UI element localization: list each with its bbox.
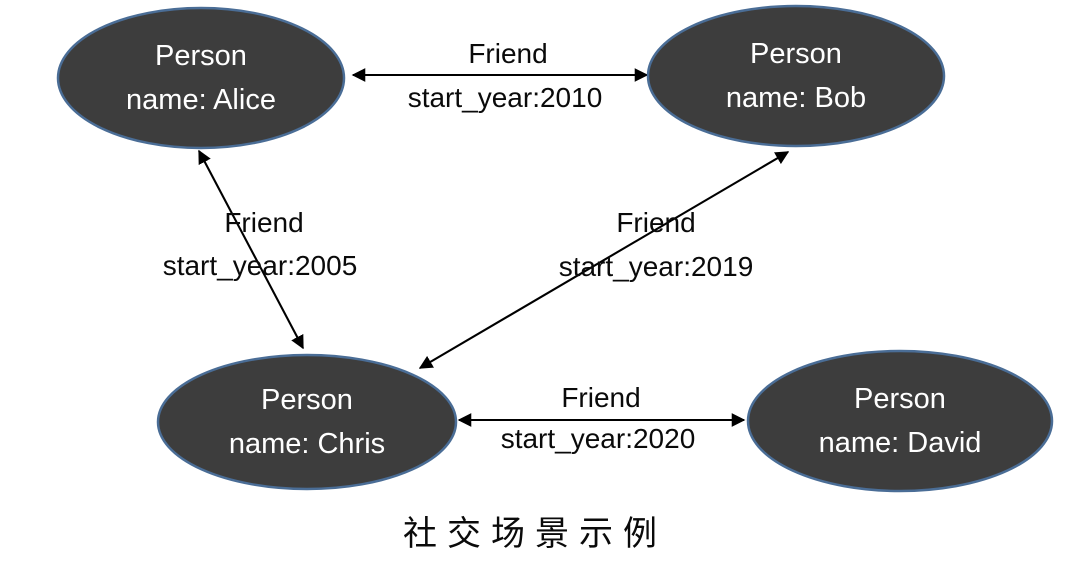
edge-alice-bob-label: Friend: [468, 38, 547, 69]
node-alice: Person name: Alice: [56, 6, 346, 150]
node-bob: Person name: Bob: [646, 4, 946, 148]
node-alice-ellipse: [56, 6, 346, 150]
diagram-caption: 社交场景示例: [403, 515, 667, 553]
edge-alice-chris-line: [198, 149, 304, 350]
edge-alice-bob-property: start_year:2010: [408, 82, 603, 113]
edge-alice-chris: Friend start_year:2005: [163, 149, 358, 350]
edge-bob-chris: Friend start_year:2019: [418, 151, 790, 369]
node-chris-ellipse: [156, 353, 458, 491]
node-chris-name-label: name: Chris: [229, 428, 385, 460]
edge-bob-chris-label: Friend: [616, 207, 695, 238]
edge-alice-chris-label: Friend: [224, 207, 303, 238]
node-david-ellipse: [746, 349, 1054, 493]
node-alice-name-label: name: Alice: [126, 84, 276, 116]
node-bob-ellipse: [646, 4, 946, 148]
node-david-type-label: Person: [854, 383, 946, 415]
node-alice-type-label: Person: [155, 40, 247, 72]
edge-bob-chris-property: start_year:2019: [559, 251, 754, 282]
node-bob-name-label: name: Bob: [726, 82, 866, 114]
node-david: Person name: David: [746, 349, 1054, 493]
node-chris: Person name: Chris: [156, 353, 458, 491]
node-david-name-label: name: David: [819, 427, 982, 459]
edge-bob-chris-line: [418, 151, 790, 369]
edge-chris-david-label: Friend: [561, 382, 640, 413]
edge-chris-david-property: start_year:2020: [501, 423, 696, 454]
edge-alice-bob: Friend start_year:2010: [351, 38, 649, 113]
edge-chris-david: Friend start_year:2020: [457, 382, 746, 454]
node-bob-type-label: Person: [750, 38, 842, 70]
node-chris-type-label: Person: [261, 384, 353, 416]
edge-alice-chris-property: start_year:2005: [163, 250, 358, 281]
